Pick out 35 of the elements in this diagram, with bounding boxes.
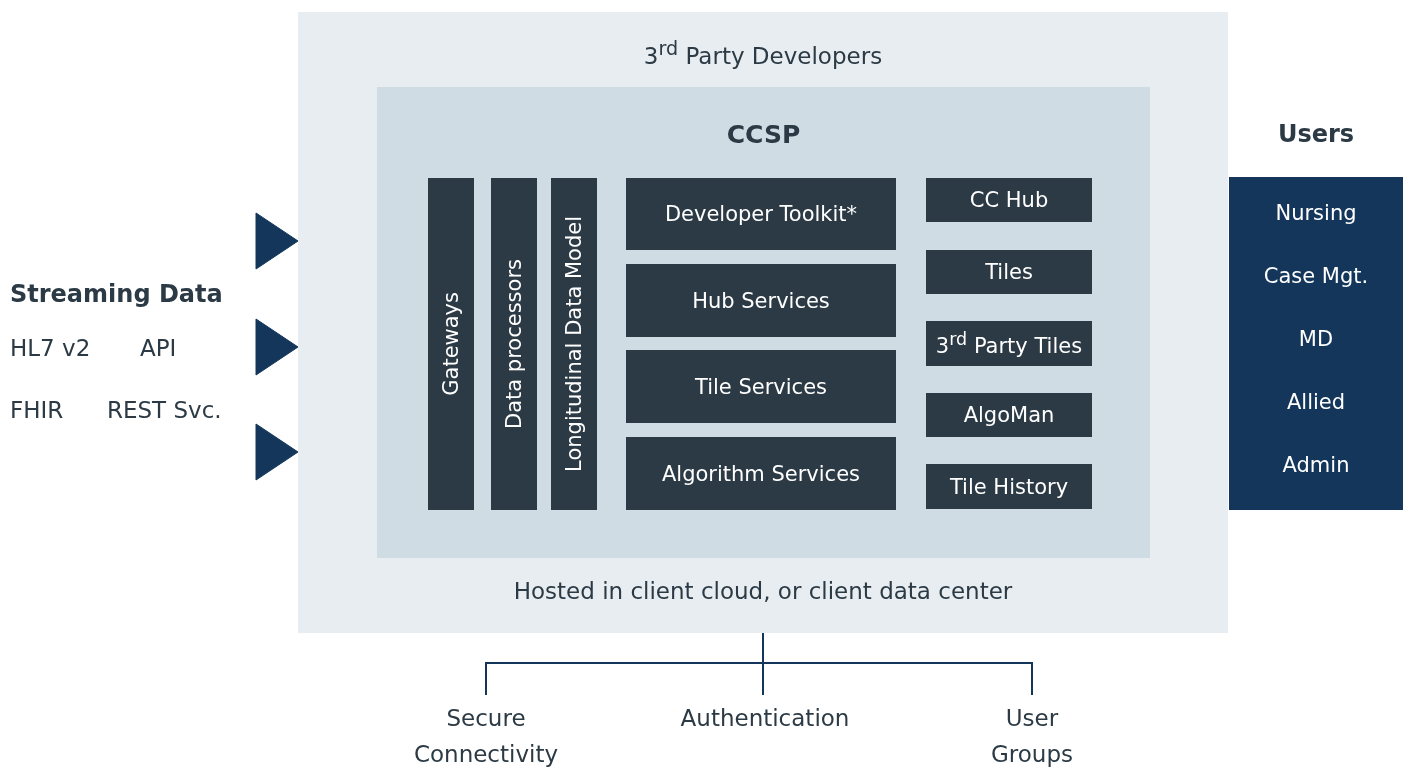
connector-line: [762, 632, 1033, 696]
data-format-label: REST Svc.: [107, 397, 222, 423]
data-format-label: HL7 v2: [10, 335, 91, 361]
component-box: Tiles: [926, 250, 1092, 294]
data-format-label: API: [140, 335, 177, 361]
component-box: Tile History: [926, 464, 1092, 509]
section-heading: Users: [1276, 120, 1356, 148]
component-box: Developer Toolkit*: [626, 178, 896, 250]
feature-label: User Groups: [990, 704, 1074, 769]
core-platform-panel: [377, 87, 1150, 558]
component-box: Tile Services: [626, 350, 896, 423]
component-box: AlgoMan: [926, 393, 1092, 437]
panel-caption: 3$^{rd}$ Party Developers: [642, 37, 884, 69]
component-box: 3$^{rd}$ Party Tiles: [926, 321, 1092, 366]
user-role-label: Case Mgt.: [1262, 264, 1370, 288]
component-box: Hub Services: [626, 264, 896, 337]
user-role-label: MD: [1297, 327, 1335, 351]
component-box: Data processors: [491, 178, 537, 510]
component-box: Algorithm Services: [626, 437, 896, 510]
chevron-arrow: [255, 423, 299, 481]
chevron-arrow: [255, 318, 299, 376]
data-format-label: FHIR: [10, 397, 64, 423]
chevron-arrow: [255, 212, 299, 270]
panel-caption: Hosted in client cloud, or client data center: [512, 578, 1014, 604]
component-box: Longitudinal Data Model: [551, 178, 597, 510]
user-role-label: Allied: [1285, 390, 1347, 414]
user-role-label: Nursing: [1274, 201, 1358, 225]
component-box: Gateways: [428, 178, 474, 510]
feature-label: Authentication: [679, 704, 851, 733]
section-heading: Streaming Data: [10, 280, 223, 308]
user-role-label: Admin: [1281, 453, 1351, 477]
platform-panel: [298, 12, 1228, 633]
feature-label: Secure Connectivity: [412, 704, 560, 769]
panel-title: CCSP: [725, 120, 802, 149]
component-box: CC Hub: [926, 178, 1092, 222]
